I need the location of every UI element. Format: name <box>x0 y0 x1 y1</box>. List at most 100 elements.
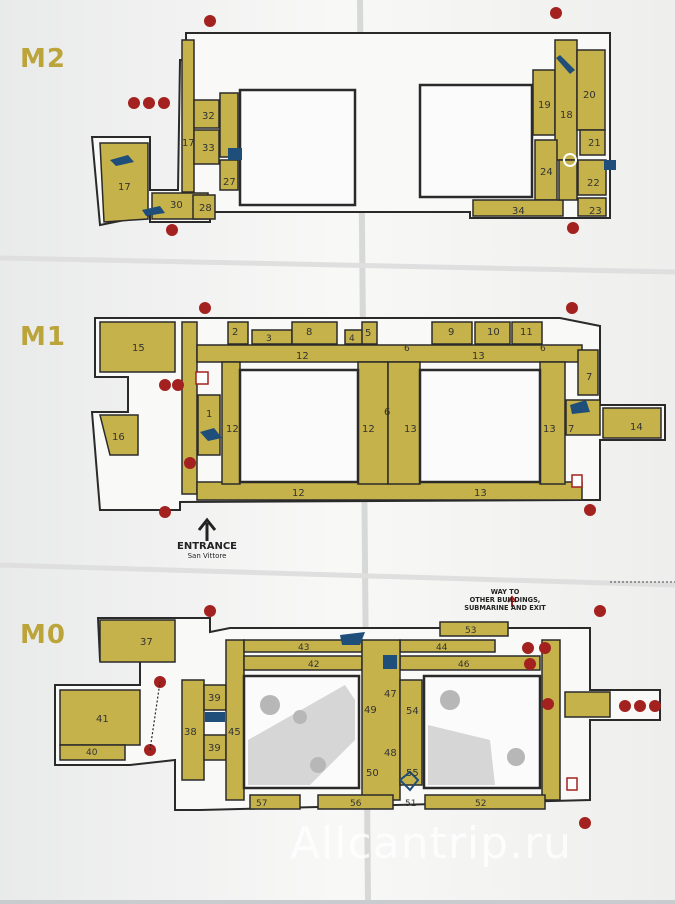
tree-icon <box>260 695 280 715</box>
m2-room-label: 28 <box>199 203 212 214</box>
m2-corridor-right <box>558 159 578 201</box>
exit-arrow-icon <box>507 595 517 607</box>
m0-room-40 <box>59 744 126 761</box>
m0-room-45 <box>225 639 245 801</box>
m0-room-label: 57 <box>256 799 267 809</box>
m0-room-46 <box>399 655 541 671</box>
m0-room-label: 38 <box>184 727 197 738</box>
watermark: Allcantrip.ru <box>290 818 573 869</box>
entrance-arrow-icon <box>197 517 217 541</box>
m2-room-17a <box>99 142 149 223</box>
connector-dotted-line <box>149 681 161 751</box>
m1-room-label: 6 <box>384 407 390 418</box>
floor-label-m1: M1 <box>20 322 66 352</box>
m0-room-42 <box>243 655 363 671</box>
m1-room-label: 11 <box>520 327 533 338</box>
m0-room-label: 54 <box>406 706 419 717</box>
m1-room-label: 16 <box>112 432 125 443</box>
m1-room-label: 1 <box>206 409 212 420</box>
m2-room-label: 33 <box>202 143 215 154</box>
entrance-subtitle: San Vittore <box>187 552 227 560</box>
cafe-icon <box>539 642 551 654</box>
m2-room-label: 34 <box>512 206 525 217</box>
m2-room-17b <box>181 39 195 193</box>
m0-east-corridor <box>541 639 561 801</box>
m0-room-label: 56 <box>350 799 362 809</box>
stairs-icon <box>579 817 591 829</box>
m0-room-label: 42 <box>308 660 319 670</box>
m0-room-38 <box>181 679 205 781</box>
entrance-label: ENTRANCE San Vittore <box>172 517 242 560</box>
restroom-icon <box>128 97 140 109</box>
m0-room-44 <box>399 639 496 653</box>
m2-courtyard-left <box>238 88 357 207</box>
m1-room-13-east <box>539 361 566 485</box>
info-icon <box>184 457 196 469</box>
m0-room-label: 52 <box>475 799 486 809</box>
restroom-icon <box>159 379 171 391</box>
m1-room-label: 13 <box>404 424 417 435</box>
m0-courtyard-right-paving <box>428 725 495 785</box>
m2-courtyard-right <box>418 83 534 199</box>
m1-room-label: 5 <box>365 328 371 339</box>
m0-room-label: 39 <box>208 693 221 704</box>
m2-room-label: 30 <box>170 200 183 211</box>
m1-room-8 <box>291 321 338 345</box>
m1-room-6-center <box>357 361 389 485</box>
m2-room-33 <box>193 129 220 165</box>
lift-icon <box>195 371 209 385</box>
m1-room-14 <box>602 407 662 439</box>
m0-services-room <box>564 691 611 718</box>
molecule-exhibit-icon <box>398 770 420 792</box>
way-line-1: WAY TO <box>490 588 520 596</box>
tree-icon <box>310 757 326 773</box>
way-line-2: OTHER BUILDINGS, <box>469 596 541 604</box>
m1-room-label: 6 <box>540 344 546 354</box>
stairs-icon <box>550 7 562 19</box>
paper-fold-1 <box>0 255 675 275</box>
telescope-exhibit-icon <box>556 55 575 74</box>
m2-room-21 <box>579 129 606 156</box>
shop-icon <box>522 642 534 654</box>
m1-room-label: 4 <box>349 334 355 344</box>
tree-icon <box>440 690 460 710</box>
floor-m0-plan: 37 41 40 38 39 39 45 43 42 44 46 53 47 4… <box>54 595 661 829</box>
accessible-icon <box>634 700 646 712</box>
m2-room-23 <box>577 197 607 217</box>
m2-room-label: 27 <box>223 177 236 188</box>
m1-room-label: 2 <box>232 327 238 338</box>
floor-m2-plan: 17 17 30 28 32 33 27 19 18 20 21 24 22 2… <box>90 7 616 236</box>
m2-room-label: 22 <box>587 178 600 189</box>
m2-room-label: 19 <box>538 100 551 111</box>
m2-room-28 <box>192 194 216 220</box>
restroom-icon <box>158 97 170 109</box>
floor-label-m0: M0 <box>20 620 66 650</box>
m1-room-label: 12 <box>362 424 375 435</box>
m1-room-13-west <box>387 361 421 485</box>
m2-room-20 <box>576 49 606 131</box>
m1-room-label: 10 <box>487 327 500 338</box>
m1-room-label: 8 <box>306 327 312 338</box>
m1-room-label: 7 <box>568 424 574 435</box>
m2-room-label: 18 <box>560 110 573 121</box>
stairs-icon <box>159 506 171 518</box>
accessible-icon <box>143 97 155 109</box>
m0-courtyard-left-paving <box>248 685 355 785</box>
stairs-icon <box>199 302 211 314</box>
engine-exhibit-icon <box>383 655 397 669</box>
entrance-title: ENTRANCE <box>177 541 237 552</box>
m1-room-12-west <box>221 361 241 485</box>
m0-room-54-55 <box>399 679 423 786</box>
m2-room-label: 21 <box>588 138 601 149</box>
exhibit-icon <box>200 428 222 441</box>
m0-room-label: 51 <box>405 799 416 809</box>
m1-courtyard-right <box>418 368 542 484</box>
m1-room-label: 3 <box>266 334 272 344</box>
m1-room-label: 9 <box>448 327 454 338</box>
m2-room-label: 17 <box>118 182 131 193</box>
ticket-icon <box>524 658 536 670</box>
restroom-icon <box>172 379 184 391</box>
m1-room-5 <box>361 321 378 345</box>
m2-room-label: 23 <box>589 206 602 217</box>
